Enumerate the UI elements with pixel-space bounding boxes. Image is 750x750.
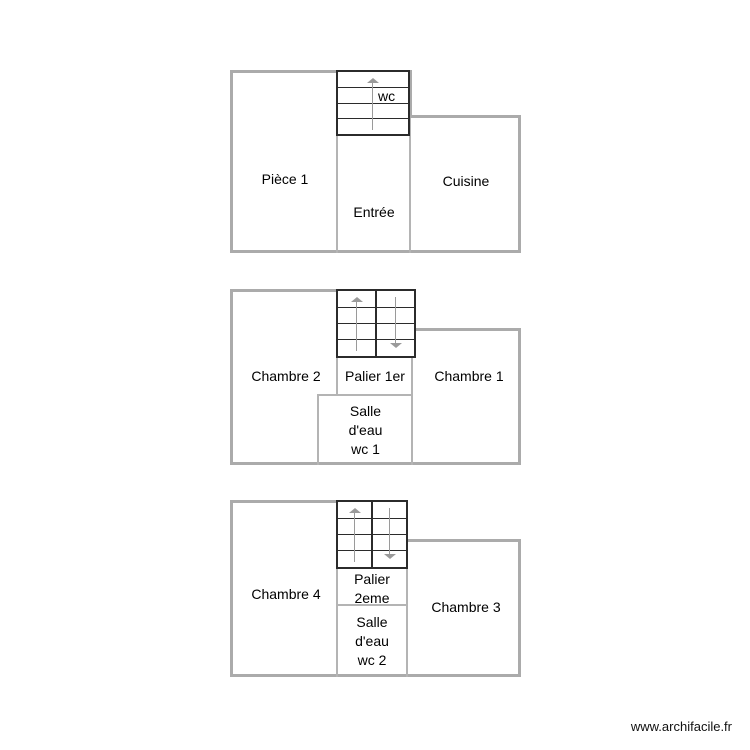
floor-plan-second: Chambre 4 Palier 2eme Chambre 3 Salle d'… xyxy=(230,500,521,677)
stair-arrow-head-up-icon xyxy=(349,508,361,513)
wall-segment xyxy=(409,70,412,118)
staircase-up xyxy=(336,70,410,136)
room-label-entree: Entrée xyxy=(353,204,395,220)
room-label-salle-eau-wc-1: Salle d'eau wc 1 xyxy=(348,403,383,457)
wall-segment xyxy=(411,356,413,465)
wall-segment xyxy=(518,539,521,677)
stair-arrow-head-up-icon xyxy=(367,78,379,83)
wall-segment xyxy=(230,674,521,677)
room-label-chambre-3: Chambre 3 xyxy=(431,599,501,615)
wall-segment xyxy=(409,115,521,118)
staircase-up-down xyxy=(336,500,408,569)
wall-segment xyxy=(406,568,408,677)
stair-arrow-head-down-icon xyxy=(390,343,402,348)
room-label-palier-2eme: Palier 2eme xyxy=(354,571,390,606)
stair-arrow-head-down-icon xyxy=(384,554,396,559)
stair-step-line xyxy=(338,103,408,104)
room-label-piece-1: Pièce 1 xyxy=(261,171,309,187)
stair-step-line xyxy=(338,87,408,88)
wall-segment xyxy=(230,500,338,503)
stair-direction-arrow xyxy=(372,82,373,130)
stair-arrow-head-up-icon xyxy=(351,297,363,302)
wall-segment xyxy=(230,500,233,677)
wall-segment xyxy=(518,115,521,253)
wall-segment xyxy=(409,118,411,253)
wall-segment xyxy=(336,356,338,396)
room-label-wc: wc xyxy=(378,88,396,104)
wall-segment xyxy=(230,70,233,253)
room-label-chambre-2: Chambre 2 xyxy=(251,368,321,384)
floor-plan-ground: Pièce 1 Entrée wc Cuisine xyxy=(0,0,750,270)
wall-segment xyxy=(230,250,521,253)
wall-segment xyxy=(230,289,233,465)
wall-segment xyxy=(230,289,338,292)
wall-segment xyxy=(230,70,412,73)
wall-segment xyxy=(230,462,521,465)
stair-flight-divider xyxy=(371,502,373,567)
room-label-chambre-1: Chambre 1 xyxy=(434,368,504,384)
wall-segment xyxy=(406,539,521,542)
room-label-palier-1er: Palier 1er xyxy=(345,368,405,384)
room-label-salle-eau-wc-2: Salle d'eau wc 2 xyxy=(355,614,389,668)
stair-step-line xyxy=(338,118,408,119)
stair-flight-divider xyxy=(375,291,377,356)
wall-segment xyxy=(336,604,408,606)
floor-plan-first: Chambre 2 Palier 1er Chambre 1 Salle d'e… xyxy=(230,289,521,465)
wall-segment xyxy=(336,118,338,253)
site-credit-footer: www.archifacile.fr xyxy=(630,719,732,734)
stair-direction-arrow xyxy=(389,508,390,556)
room-label-cuisine: Cuisine xyxy=(442,173,490,189)
wall-segment xyxy=(518,328,521,465)
wall-segment xyxy=(317,394,319,465)
room-label-chambre-4: Chambre 4 xyxy=(251,586,321,602)
wall-segment xyxy=(336,568,338,677)
stair-direction-arrow xyxy=(395,297,396,345)
stair-direction-arrow xyxy=(354,512,355,562)
wall-segment xyxy=(317,394,413,396)
stair-direction-arrow xyxy=(356,301,357,351)
staircase-up-down xyxy=(336,289,416,358)
wall-segment xyxy=(414,328,521,331)
